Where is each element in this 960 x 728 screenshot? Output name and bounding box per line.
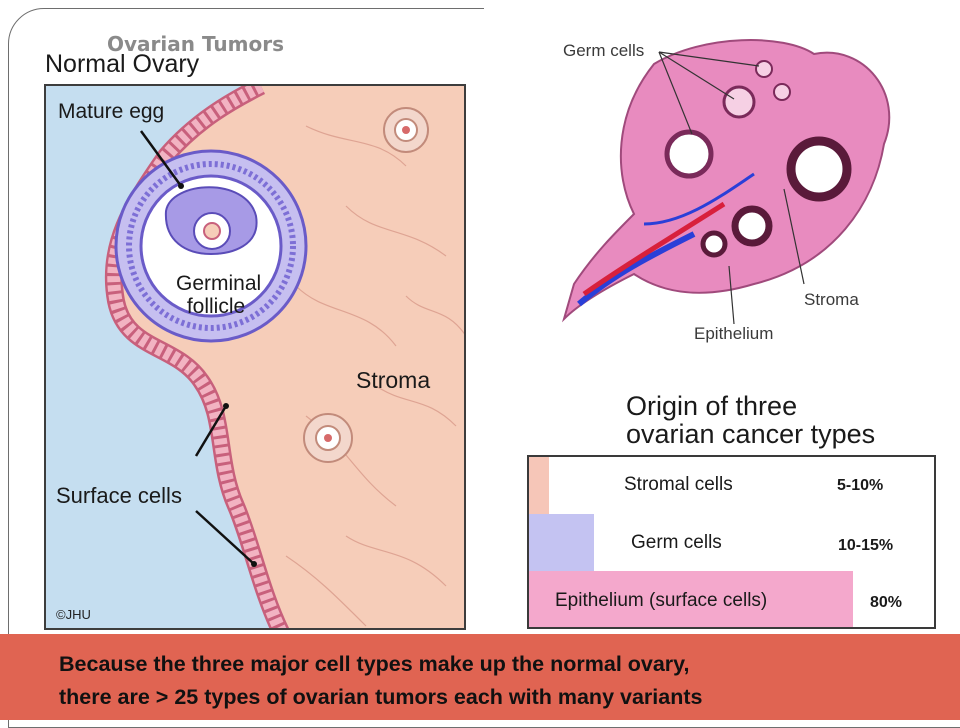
bar-germ-cells <box>529 514 594 571</box>
row-pct-germ-cells: 10-15% <box>838 537 894 554</box>
inset-label-germ-cells: Germ cells <box>563 41 645 60</box>
row-label-germ-cells: Germ cells <box>631 532 722 553</box>
row-label-epithelium: Epithelium (surface cells) <box>555 590 768 611</box>
label-germinal: Germinal <box>176 272 262 295</box>
label-germinal-follicle: Germinal follicle <box>176 272 261 319</box>
bar-stromal-cells <box>529 457 549 514</box>
caption-line-1: Because the three major cell types make … <box>59 652 690 676</box>
origin-title-line1: Origin of three <box>626 391 798 421</box>
inset-label-stroma: Stroma <box>804 290 859 309</box>
label-surface-cells: Surface cells <box>56 483 182 508</box>
bar-epithelium <box>529 571 853 627</box>
normal-ovary-diagram: Mature egg Germinal follicle Stroma Surf… <box>44 84 466 630</box>
ovary-illustration <box>104 86 464 628</box>
ovary-section-illustration <box>561 39 891 325</box>
row-pct-stromal-cells: 5-10% <box>837 477 884 494</box>
caption: Because the three major cell types make … <box>59 648 702 714</box>
row-pct-epithelium: 80% <box>870 594 903 611</box>
inset-label-epithelium: Epithelium <box>694 324 774 343</box>
slide-title: Ovarian Tumors <box>107 32 284 56</box>
ovary-section-inset: Germ cells Stroma Epithelium <box>484 4 960 384</box>
normal-ovary-title: Normal Ovary <box>45 50 200 78</box>
row-label-stromal-cells: Stromal cells <box>624 474 733 495</box>
copyright: ©JHU <box>56 607 91 622</box>
caption-band <box>0 634 960 720</box>
origin-table: Stromal cells 5-10% Germ cells 10-15% Ep… <box>527 455 936 629</box>
label-follicle: follicle <box>186 295 246 319</box>
caption-line-2: there are > 25 types of ovarian tumors e… <box>59 685 703 709</box>
label-stroma: Stroma <box>356 367 431 393</box>
label-mature-egg: Mature egg <box>58 100 165 123</box>
origin-title: Origin of three ovarian cancer types <box>626 391 876 449</box>
origin-title-line2: ovarian cancer types <box>626 418 876 449</box>
